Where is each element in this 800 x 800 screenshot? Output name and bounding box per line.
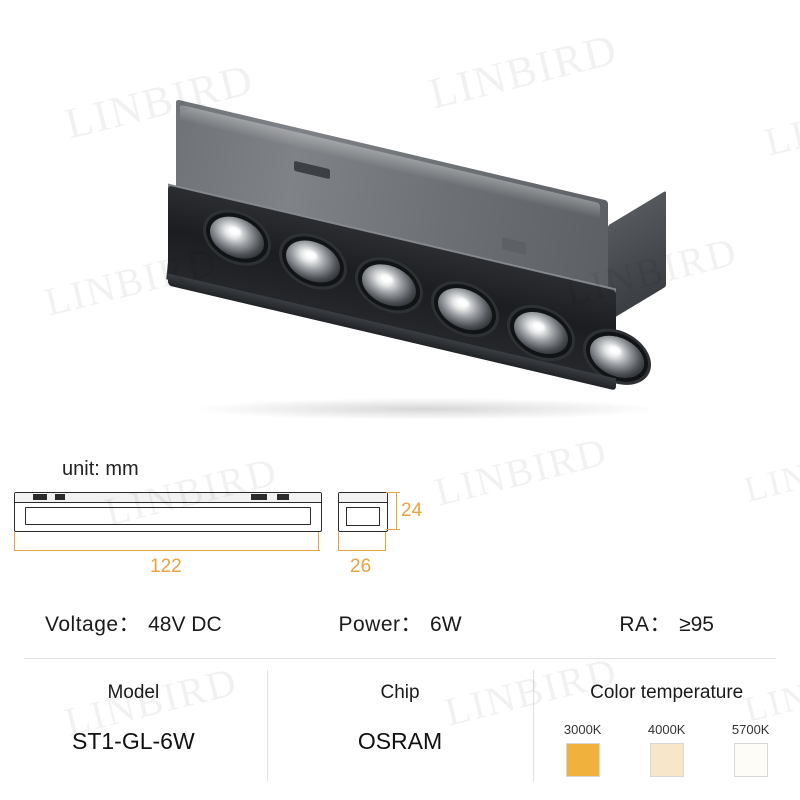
front-view-top-rail xyxy=(339,493,387,503)
cct-option-5700k[interactable]: 5700K xyxy=(720,722,782,777)
height-dimension-line xyxy=(396,492,398,530)
lamp-end-cap xyxy=(608,190,666,322)
cct-option-4000k[interactable]: 4000K xyxy=(636,722,698,777)
led-lens-4 xyxy=(438,282,492,336)
side-view-contact-1 xyxy=(33,494,47,500)
spec-table: Model ST1-GL-6W Chip OSRAM Color tempera… xyxy=(0,660,800,800)
spec-voltage: Voltage： 48V DC xyxy=(0,608,267,638)
led-lens-1 xyxy=(210,211,264,264)
cct-label-5700k: 5700K xyxy=(731,722,770,737)
length-tick-left xyxy=(14,532,16,550)
front-view-body xyxy=(346,507,380,526)
height-tick-top xyxy=(386,492,400,494)
table-column-chip: Chip OSRAM xyxy=(266,660,534,800)
spec-voltage-value: 48V DC xyxy=(148,613,222,636)
length-value: 122 xyxy=(150,556,182,577)
spec-power-value: 6W xyxy=(430,613,462,636)
table-column-color-temperature: Color temperature 3000K 4000K 5700K xyxy=(533,660,800,800)
dimension-drawing: unit: mm 122 26 24 xyxy=(0,440,800,590)
chip-value: OSRAM xyxy=(357,728,443,754)
model-header: Model xyxy=(107,682,160,703)
product-photo xyxy=(0,0,800,440)
unit-label: unit: mm xyxy=(62,458,139,480)
led-lens-5 xyxy=(514,306,568,360)
width-value: 26 xyxy=(350,556,372,577)
spec-ra-key: RA： xyxy=(619,613,672,636)
chip-header: Chip xyxy=(380,682,420,703)
side-view-top-rail xyxy=(15,493,321,503)
width-tick-left xyxy=(338,532,340,550)
length-dimension-line xyxy=(14,550,320,552)
color-temperature-options: 3000K 4000K 5700K xyxy=(533,722,800,777)
side-view-lens-strip xyxy=(25,507,311,525)
lamp-product xyxy=(166,99,688,420)
table-column-model: Model ST1-GL-6W xyxy=(0,660,267,800)
spec-voltage-key: Voltage： xyxy=(45,613,141,636)
led-lens-3 xyxy=(362,258,416,312)
cct-label-3000k: 3000K xyxy=(563,722,602,737)
color-temperature-header: Color temperature xyxy=(590,682,744,703)
spec-row: Voltage： 48V DC Power： 6W RA： ≥95 xyxy=(0,592,800,654)
height-tick-bottom xyxy=(386,529,400,531)
spec-power-key: Power： xyxy=(338,613,423,636)
side-view-contact-4 xyxy=(277,494,289,500)
product-shadow xyxy=(190,398,660,420)
spec-ra-value: ≥95 xyxy=(679,613,714,636)
side-view-contact-2 xyxy=(55,494,65,500)
model-value: ST1-GL-6W xyxy=(71,728,195,754)
cct-swatch-5700k[interactable] xyxy=(733,743,768,777)
width-dimension-line xyxy=(338,550,386,552)
side-view-diagram xyxy=(14,492,322,532)
cct-option-3000k[interactable]: 3000K xyxy=(552,722,614,777)
cct-swatch-4000k[interactable] xyxy=(649,743,684,777)
section-divider xyxy=(24,658,776,659)
side-view-contact-3 xyxy=(251,494,267,500)
height-value: 24 xyxy=(401,500,423,521)
cct-label-4000k: 4000K xyxy=(647,722,686,737)
width-tick-right xyxy=(385,532,387,550)
spec-ra: RA： ≥95 xyxy=(533,608,800,638)
cct-swatch-3000k[interactable] xyxy=(565,743,600,777)
front-view-diagram xyxy=(338,492,388,532)
spec-power: Power： 6W xyxy=(267,608,534,638)
length-tick-right xyxy=(318,532,320,550)
led-lens-2 xyxy=(286,235,340,288)
